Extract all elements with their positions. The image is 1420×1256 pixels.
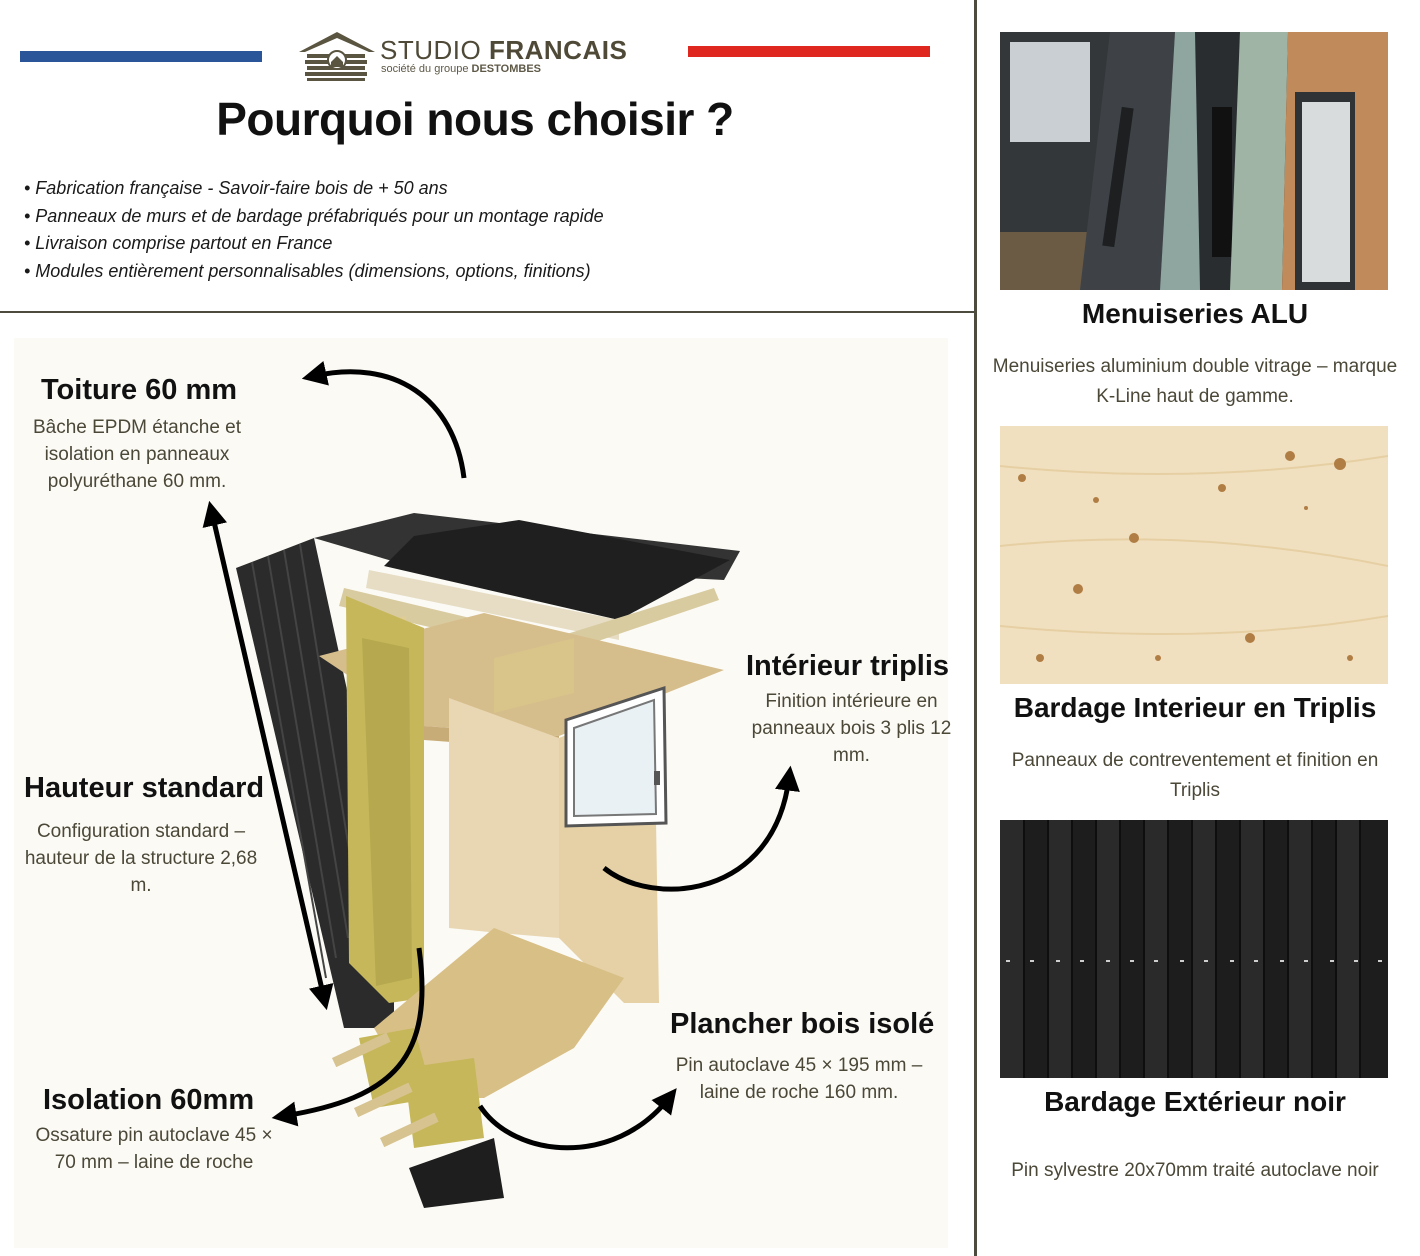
bardage-exterieur-image [1000, 820, 1388, 1078]
vertical-divider [974, 0, 977, 1256]
panel-title: Menuiseries ALU [1081, 298, 1309, 329]
black-cladding-icon [1000, 820, 1388, 1078]
label-toiture-desc: Bâche EPDM étanche et isolation en panne… [32, 417, 242, 492]
label-plancher-desc: Pin autoclave 45 × 195 mm – laine de roc… [675, 1055, 923, 1103]
feature-list: • Fabrication française - Savoir-faire b… [24, 175, 604, 285]
menuiseries-alu-image [1000, 32, 1388, 290]
bardage-interieur-image [1000, 426, 1388, 684]
list-item: • Modules entièrement personnalisables (… [24, 260, 591, 281]
panel-title: Bardage Extérieur noir [1044, 1086, 1346, 1117]
label-hauteur-desc: Configuration standard – hauteur de la s… [24, 821, 258, 896]
brand-subtitle: société du groupe DESTOMBES [381, 63, 541, 75]
label-interieur-title: Intérieur triplis [746, 650, 950, 682]
module-cutaway-illustration [202, 361, 800, 1208]
label-interieur-desc: Finition intérieure en panneaux bois 3 p… [751, 691, 952, 766]
aluminium-window-icon [1000, 32, 1388, 290]
flag-stripe-red [688, 46, 930, 57]
label-isolation-desc: Ossature pin autoclave 45 × 70 mm – lain… [35, 1125, 273, 1173]
label-isolation-title: Isolation 60mm [43, 1084, 255, 1116]
flag-stripe-blue [20, 51, 262, 62]
list-item: • Fabrication française - Savoir-faire b… [24, 178, 448, 198]
list-item: • Livraison comprise partout en France [24, 233, 333, 253]
panel-desc: Panneaux de contreventement et finition … [1011, 750, 1379, 801]
horizontal-divider [0, 311, 976, 313]
panel-desc: Pin sylvestre 20x70mm traité autoclave n… [1011, 1160, 1379, 1181]
module-cutaway-diagram: Toiture 60 mm Bâche EPDM étanche et isol… [14, 338, 951, 1248]
label-toiture-title: Toiture 60 mm [41, 374, 238, 406]
page-title: Pourquoi nous choisir ? [216, 93, 734, 145]
brand-name: STUDIO FRANCAIS [380, 35, 628, 65]
list-item: • Panneaux de murs et de bardage préfabr… [24, 205, 604, 226]
wood-grain-icon [1000, 426, 1388, 684]
label-hauteur-title: Hauteur standard [24, 772, 265, 804]
label-plancher-title: Plancher bois isolé [670, 1008, 935, 1040]
panel-desc: Menuiseries aluminium double vitrage – m… [992, 356, 1398, 407]
panel-title: Bardage Interieur en Triplis [1013, 692, 1377, 723]
brand-logo[interactable]: STUDIO FRANCAIS société du groupe DESTOM… [297, 30, 667, 82]
house-logo-icon [299, 32, 375, 81]
